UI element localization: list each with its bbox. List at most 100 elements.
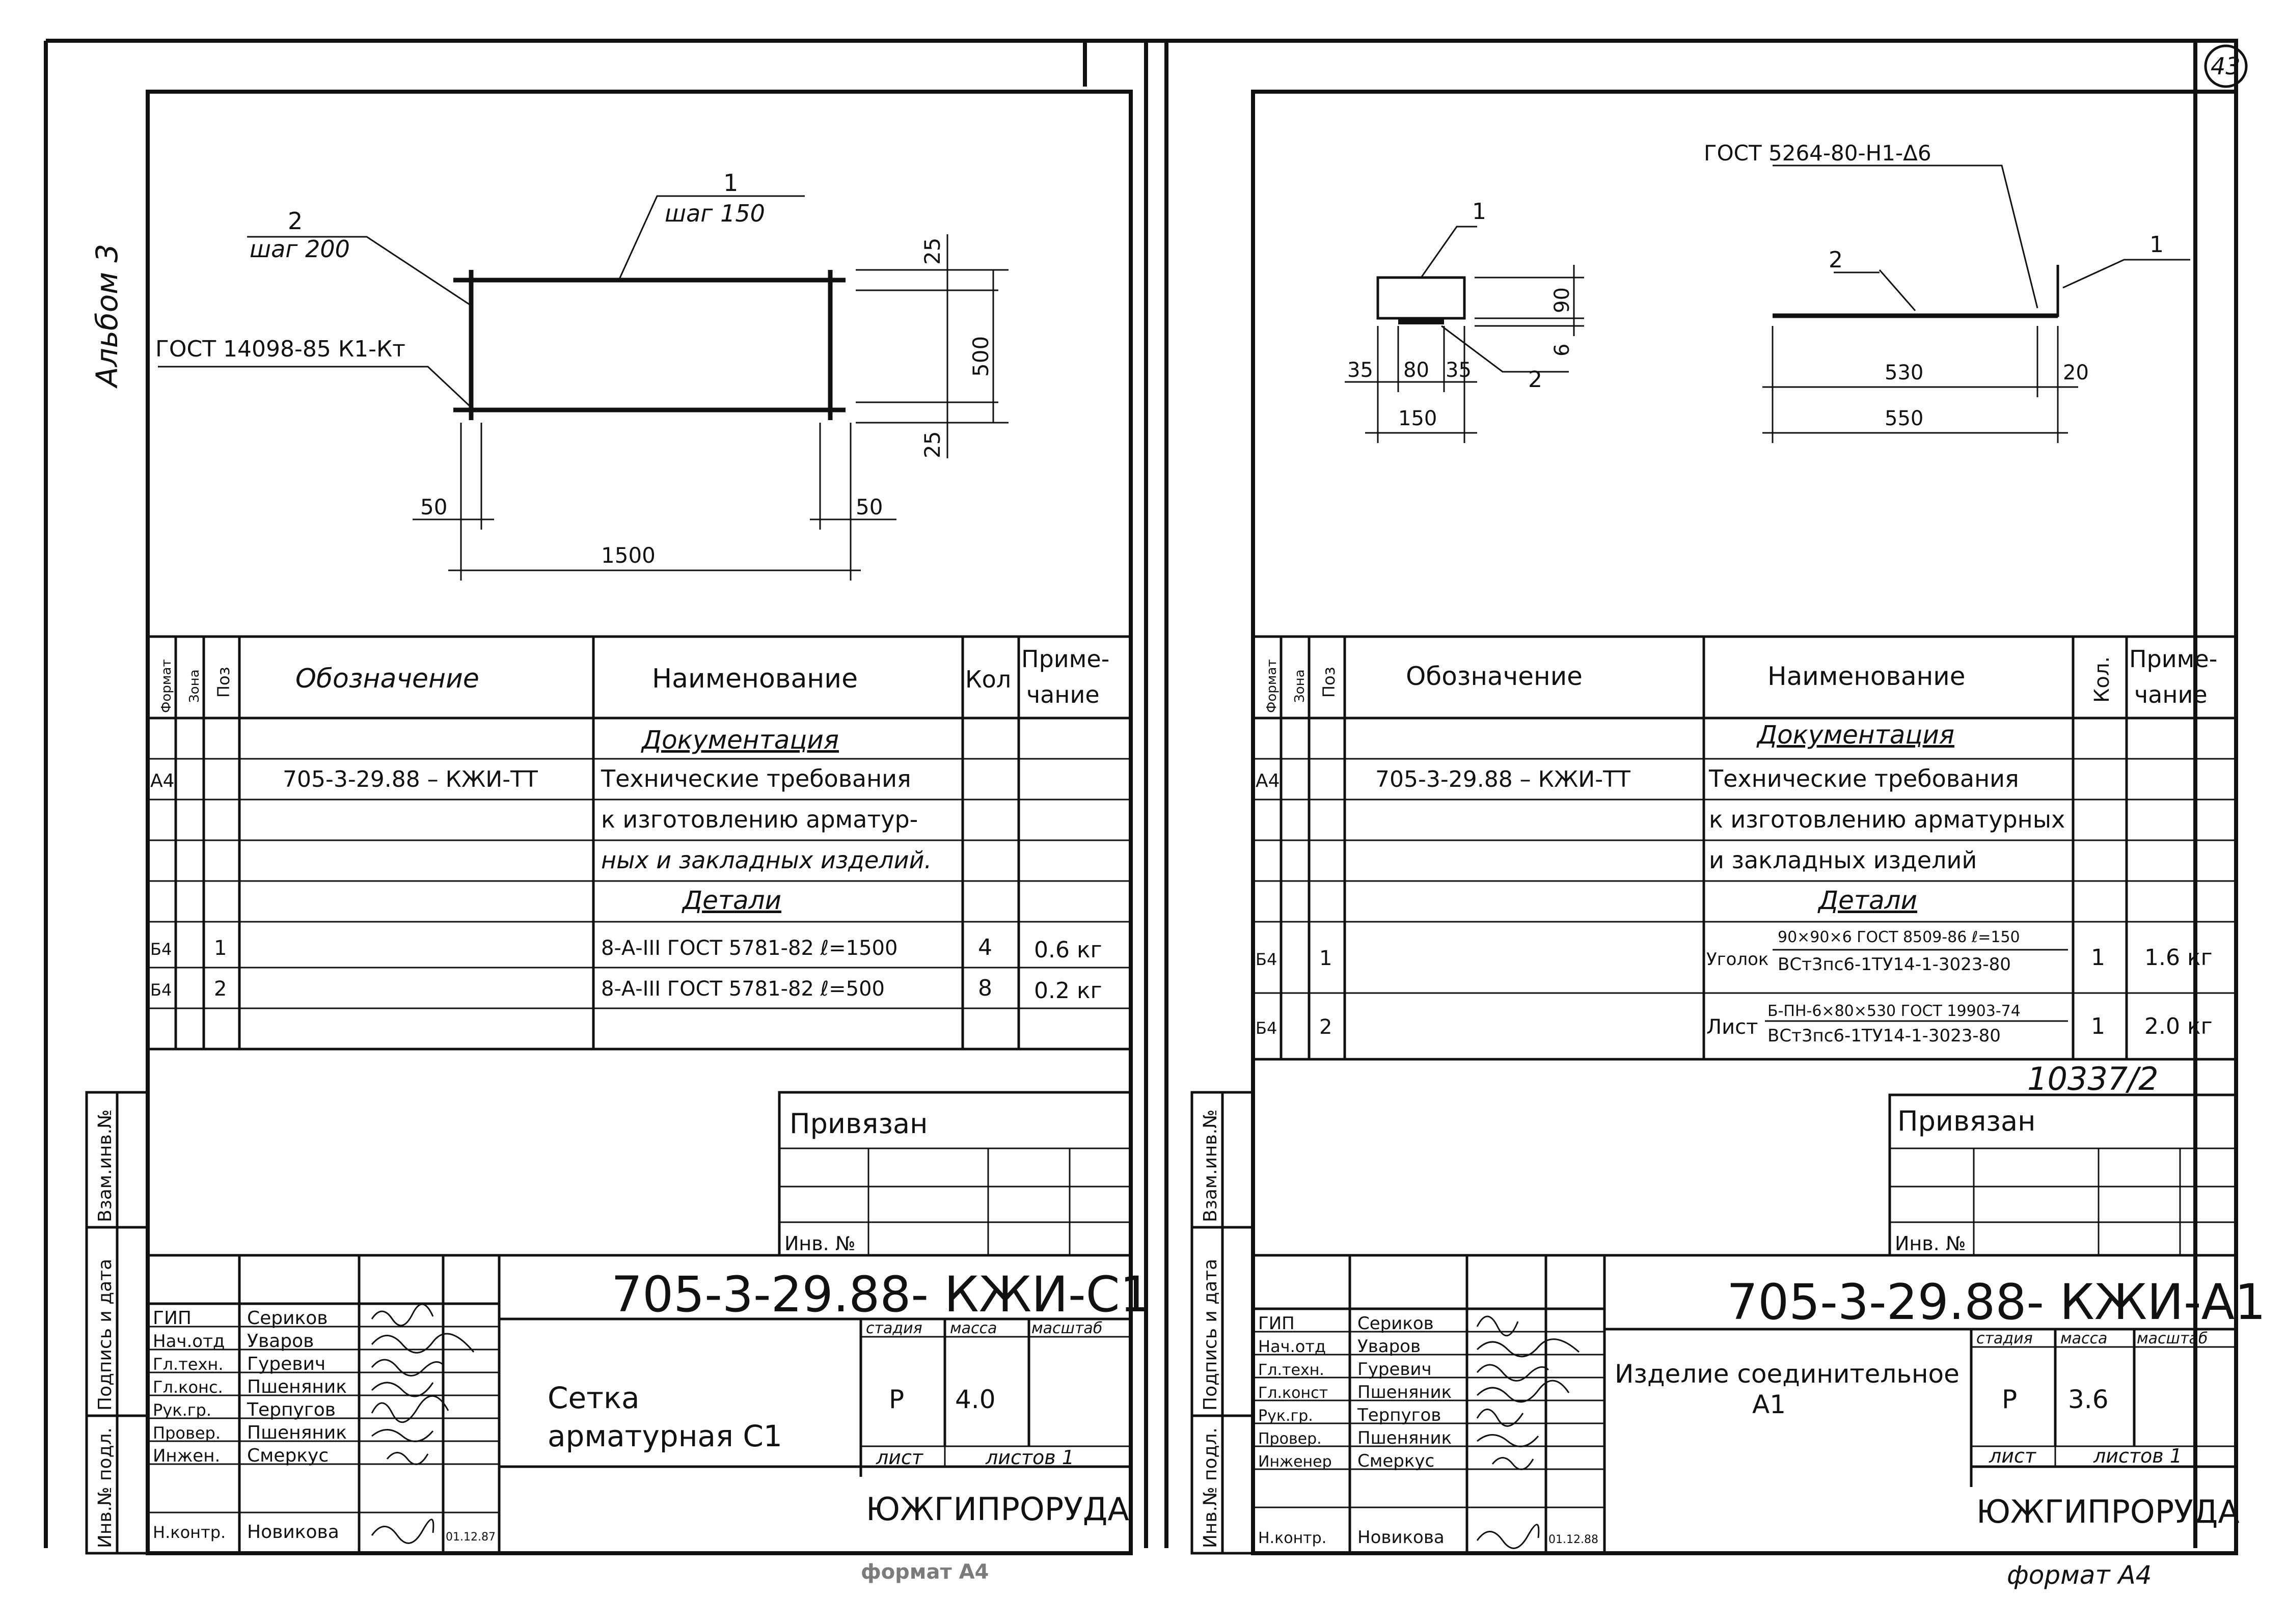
r-doc-name-3: и закладных изделий — [1709, 846, 1977, 874]
listov-header: листов 1 — [985, 1446, 1074, 1469]
leader-pos2-a — [1441, 325, 1569, 373]
privyazan-label: Привязан — [790, 1108, 928, 1140]
row2-format: Б4 — [150, 980, 172, 1000]
dim-80: 80 — [1403, 359, 1429, 382]
r-doc-name-2: к изготовлению арматурных — [1709, 806, 2065, 833]
pos1-b: 1 — [2149, 232, 2164, 258]
leader-gost — [1773, 164, 2038, 309]
r-side-label-3: Инв.№ подл. — [1200, 1427, 1221, 1548]
staff-role-2: Гл.техн. — [153, 1355, 224, 1374]
r-staff-name-2: Гуревич — [1357, 1359, 1432, 1380]
right-spec-table: Формат Зона Поз Обозначение Наименование… — [1253, 635, 2236, 1061]
title-name-2: арматурная С1 — [548, 1419, 782, 1453]
staff-name-2: Гуревич — [247, 1354, 325, 1374]
dim-6: 6 — [1550, 344, 1574, 356]
r-row1-note: 1.6 кг — [2144, 945, 2213, 971]
r-staff-name-4: Терпугов — [1357, 1405, 1441, 1425]
dim-50-right: 50 — [856, 494, 883, 519]
page-number: 43 — [2211, 52, 2241, 80]
r-staff-role-3: Гл.конст — [1258, 1384, 1328, 1402]
stadia-value: Р — [889, 1385, 904, 1414]
row2-note: 0.2 кг — [1034, 978, 1102, 1004]
left-spec-table: Формат Зона Поз Обозначение Наименование… — [148, 635, 1131, 1051]
format-stamp-left: формат А4 — [861, 1560, 989, 1584]
staff-role-5: Провер. — [153, 1423, 221, 1443]
right-title-block: 705-3-29.88- КЖИ-А1 Изделие соединительн… — [1253, 1254, 2266, 1553]
ref-number: 10337/2 — [2027, 1060, 2159, 1097]
title-code: 705-3-29.88- КЖИ-С1 — [611, 1266, 1151, 1323]
r-row1-top: 90×90×6 ГОСТ 8509-86 ℓ=150 — [1778, 928, 2020, 946]
r-doc-format: А4 — [1256, 770, 1280, 791]
weld-gost: ГОСТ 14098-85 К1-Кт — [155, 336, 405, 362]
dim-35a: 35 — [1347, 359, 1373, 382]
leader-weld — [158, 366, 472, 408]
r-staff-role-5: Провер. — [1258, 1430, 1322, 1448]
pos1-a: 1 — [1472, 199, 1486, 225]
left-title-block: 705-3-29.88- КЖИ-С1 Сетка арматурная С1 … — [148, 1254, 1151, 1553]
r-stadia-header: стадия — [1976, 1330, 2033, 1347]
angle-elevation — [2017, 265, 2059, 317]
stadia-header: стадия — [866, 1319, 922, 1337]
staff-role-7: Н.контр. — [153, 1523, 226, 1542]
staff-name-7: Новикова — [247, 1522, 339, 1543]
left-outer-border — [44, 39, 1148, 1548]
r-staff-role-6: Инженер — [1258, 1453, 1332, 1471]
staff-name-0: Сериков — [247, 1308, 328, 1329]
dim-90: 90 — [1550, 287, 1574, 313]
staff-role-6: Инжен. — [153, 1446, 220, 1466]
r-hdr-note1: Приме- — [2129, 645, 2217, 673]
r-row2-top: Б-ПН-6×80×530 ГОСТ 19903-74 — [1767, 1002, 2021, 1020]
doc-name-2: к изготовлению арматур- — [601, 806, 918, 833]
r-staff-role-7: Н.контр. — [1258, 1529, 1326, 1547]
staff-role-4: Рук.гр. — [153, 1400, 211, 1420]
hdr-pos: Поз — [214, 667, 233, 698]
row1-pos: 1 — [214, 937, 227, 960]
r-row1-format: Б4 — [1256, 950, 1277, 969]
pos2-a: 2 — [1528, 367, 1542, 393]
hdr-designation: Обозначение — [295, 664, 479, 694]
r-title-name-1: Изделие соединительное — [1615, 1359, 1960, 1389]
staff-name-5: Пшеняник — [247, 1422, 347, 1443]
left-side-stamp: Взам.инв.№ Подпись и дата Инв.№ подл. — [85, 1091, 149, 1555]
section-docs: Документация — [641, 725, 839, 755]
right-privyazan: Привязан Инв. № — [1888, 1093, 2238, 1257]
left-sheet: Альбом 3 1 шаг 150 2 шаг 200 ГОСТ 14098-… — [44, 39, 1151, 1584]
hdr-qty: Кол — [965, 666, 1011, 693]
r-hdr-format: Формат — [1264, 659, 1280, 713]
dim-35b: 35 — [1446, 359, 1472, 382]
r-staff-name-7: Новикова — [1357, 1527, 1445, 1548]
r-title-name-2: А1 — [1752, 1390, 1786, 1419]
album-label: Альбом 3 — [90, 244, 124, 389]
list-header: лист — [876, 1446, 924, 1469]
left-privyazan: Привязан Инв. № — [778, 1091, 1132, 1257]
r-staff-role-1: Нач.отд — [1258, 1337, 1326, 1356]
dim-1500: 1500 — [601, 543, 656, 568]
page-number-circle — [2204, 44, 2248, 88]
hdr-note1: Приме- — [1021, 645, 1109, 673]
staff-name-1: Уваров — [247, 1331, 314, 1352]
title-name-1: Сетка — [548, 1381, 640, 1415]
r-masshtab-header: масштаб — [2137, 1330, 2208, 1347]
masshtab-header: масштаб — [1031, 1319, 1102, 1337]
r-hdr-name: Наименование — [1767, 662, 1966, 691]
dim-550: 550 — [1885, 407, 1923, 430]
r-row2-qty: 1 — [2091, 1013, 2105, 1039]
leader-pos1-b — [2062, 259, 2190, 289]
right-side-stamp: Взам.инв.№ Подпись и дата Инв.№ подл. — [1190, 1091, 1255, 1555]
leader-pos1 — [618, 195, 805, 281]
r-list-header: лист — [1989, 1445, 2037, 1467]
r-hdr-qty: Кол. — [2090, 656, 2114, 703]
r-row1-prefix: Уголок — [1706, 949, 1768, 970]
r-staff-name-1: Уваров — [1357, 1336, 1421, 1357]
r-hdr-designation: Обозначение — [1406, 662, 1583, 691]
r-hdr-zone: Зона — [1292, 669, 1308, 703]
r-staff-role-0: ГИП — [1258, 1313, 1295, 1334]
hdr-name: Наименование — [652, 664, 858, 694]
r-signatures — [1476, 1315, 1580, 1549]
r-row2-bottom: ВСт3пс6-1ТУ14-1-3023-80 — [1767, 1026, 2001, 1046]
doc-name-1: Технические требования — [601, 765, 911, 792]
staff-role-0: ГИП — [153, 1308, 192, 1329]
r-inv-no-label: Инв. № — [1895, 1232, 1966, 1255]
leader-pos2-b — [1879, 269, 1916, 311]
